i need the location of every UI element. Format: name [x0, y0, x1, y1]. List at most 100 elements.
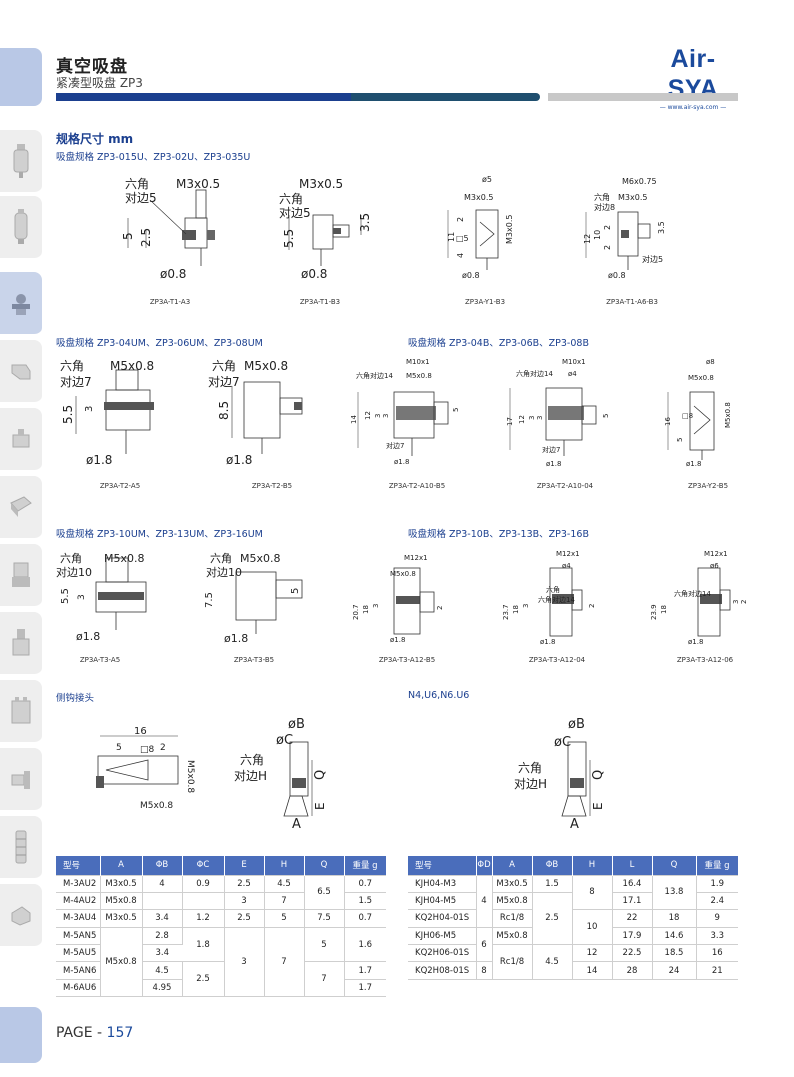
- col-header: E: [224, 856, 265, 875]
- table-cell: 24: [652, 961, 697, 980]
- dim-E: E: [313, 802, 327, 810]
- dim-depth: 2: [436, 606, 444, 610]
- dim-diameter: ø1.8: [546, 460, 561, 468]
- table-cell: M5x0.8: [492, 891, 533, 911]
- drawing-zp3a-t3-a12-b5: M12x1 M5x0.8 20.7 18 3 2 ø1.8: [350, 548, 460, 648]
- table-cell: M-5AN6: [56, 961, 101, 980]
- cylinder-icon: [12, 429, 30, 448]
- coupling-icon: [11, 906, 31, 926]
- col-header: 型号: [56, 856, 101, 875]
- dim-thread: M5x0.8: [688, 374, 714, 382]
- side-tab-manifold[interactable]: [0, 680, 42, 744]
- side-tab-cylinder[interactable]: [0, 408, 42, 472]
- table-cell: 6.5: [304, 874, 345, 911]
- page-prefix: PAGE -: [56, 1025, 107, 1041]
- drawing-zp3a-t2-a10-b5: M10x1 六角对边14 M5x0.8 14 12 3 3 5 对边7 ø1.8: [350, 356, 470, 471]
- table-cell: 8: [476, 961, 493, 980]
- side-tab-connector[interactable]: [0, 748, 42, 812]
- dim-mid: 10: [593, 230, 602, 240]
- side-tab-silencer[interactable]: [0, 816, 42, 880]
- group-label-3: 吸盘规格 ZP3-04B、ZP3-06B、ZP3-08B: [408, 338, 589, 349]
- dim-hex-side: 对边H: [514, 777, 547, 791]
- table-cell: 9: [696, 909, 738, 928]
- spec-table-left: 型号 A ΦB ΦC E H Q 重量 g M-3AU2 M3x0.5 4 0.…: [56, 856, 387, 998]
- dim-hex: 六角: [240, 753, 264, 767]
- dim-diameter: ø1.8: [686, 460, 701, 468]
- table-cell: 1.7: [344, 961, 386, 980]
- table-cell: KQ2H06-01S: [408, 944, 477, 963]
- side-tab-fitting[interactable]: [0, 340, 42, 404]
- dim-thread-v: M5x0.8: [185, 760, 195, 793]
- dim-offset: 5: [116, 743, 122, 753]
- table-cell: 7: [304, 961, 345, 998]
- side-tab-valve[interactable]: [0, 544, 42, 608]
- dim-height: 16: [664, 417, 672, 426]
- dim-thread-v: M3x0.5: [505, 215, 514, 244]
- caption-r2-4: ZP3A-T2-A10-04: [536, 482, 594, 490]
- regulator-icon: [14, 209, 28, 244]
- dim-thread-top: M6x0.75: [622, 177, 657, 186]
- dim-bore: ø6: [710, 562, 719, 570]
- side-tab-vacuum[interactable]: [0, 272, 42, 336]
- dim-depth: 5: [290, 588, 301, 594]
- dim-mid: 12: [364, 411, 372, 420]
- caption-r1-1: ZP3A-T1-A3: [149, 298, 191, 306]
- dim-hex: 六角: [210, 552, 232, 565]
- dim-thread: M5x0.8: [140, 801, 173, 811]
- side-tab-filter[interactable]: [0, 130, 42, 194]
- table-cell: 28: [612, 961, 653, 980]
- side-tab-coupling[interactable]: [0, 884, 42, 948]
- table-cell: 22.5: [612, 944, 653, 963]
- dim-depth: 3.5: [657, 221, 666, 234]
- table-cell: 16: [696, 944, 738, 963]
- drawing-zp3a-t3-a12-04: M12x1 ø4 六角 六角对边14 23.7 18 3 2 ø1.8: [500, 548, 610, 648]
- dim-thread-v: M5x0.8: [724, 402, 732, 428]
- side-tab-block[interactable]: [0, 476, 42, 540]
- solenoid-icon: [12, 629, 30, 656]
- table-cell: 18.5: [652, 944, 697, 963]
- table-row: M-4AU2 M5x0.8 3 7 1.5: [56, 891, 386, 911]
- dim-thread: M5x0.8: [104, 552, 145, 565]
- caption-r2-2: ZP3A-T2-B5: [251, 482, 293, 490]
- header-bar-middle: [351, 93, 540, 101]
- table-cell: M-3AU4: [56, 909, 101, 928]
- dim-hex-side: 对边8: [594, 202, 615, 212]
- group-label-7: N4,U6,N6.U6: [408, 690, 470, 701]
- table-cell: M-3AU2: [56, 874, 101, 893]
- dim-hex: 六角: [60, 552, 82, 565]
- dim-width: ø8: [706, 358, 715, 366]
- vacuum-pad-icon: [12, 294, 30, 315]
- dim-hex-side: 六角对边14: [356, 371, 393, 380]
- side-tab-solenoid[interactable]: [0, 612, 42, 676]
- logo-url: — www.air-sya.com —: [659, 104, 727, 111]
- dim-dC: øC: [554, 735, 571, 750]
- brand-logo: Air-SYA — www.air-sya.com —: [646, 44, 740, 112]
- table-row: M-5AN6 4.5 2.5 7 1.7: [56, 961, 386, 998]
- dim-Q: Q: [591, 770, 606, 780]
- connector-icon: [11, 771, 30, 789]
- table-cell: 2.8: [142, 926, 183, 946]
- dim-hex: 六角: [518, 761, 542, 775]
- dim-top: 2: [603, 225, 612, 230]
- dim-hex-side-bottom: 对边7: [386, 441, 404, 450]
- dim-height: 17: [506, 417, 514, 426]
- dim-bore: ø4: [562, 562, 571, 570]
- dim-hex: 六角: [279, 192, 303, 206]
- side-tab-regulator[interactable]: [0, 196, 42, 260]
- header-bar-right: [548, 93, 738, 101]
- dim-hex: 六角: [125, 177, 149, 191]
- page-subtitle: 紧凑型吸盘 ZP3: [56, 76, 143, 90]
- drawing-zp3a-t2-a5: 六角 对边7 M5x0.8 5.5 3 ø1.8: [56, 356, 176, 471]
- dim-square: □8: [140, 745, 155, 755]
- dim-diameter: ø1.8: [86, 453, 112, 467]
- caption-r2-3: ZP3A-T2-A10-B5: [388, 482, 446, 490]
- table-row: M-5AN5 M5x0.8 2.8 1.8 3 7 5 1.6: [56, 926, 386, 998]
- dim-diameter: ø0.8: [160, 267, 186, 281]
- silencer-icon: [15, 830, 27, 864]
- dim-mid: 18: [362, 605, 370, 614]
- table-cell: KQ2H04-01S: [408, 909, 477, 928]
- caption-r1-4: ZP3A-T1-A6-B3: [606, 298, 658, 306]
- table-cell: 2.5: [182, 961, 225, 998]
- dim-A: A: [570, 817, 579, 832]
- table-cell: 3.4: [142, 944, 182, 963]
